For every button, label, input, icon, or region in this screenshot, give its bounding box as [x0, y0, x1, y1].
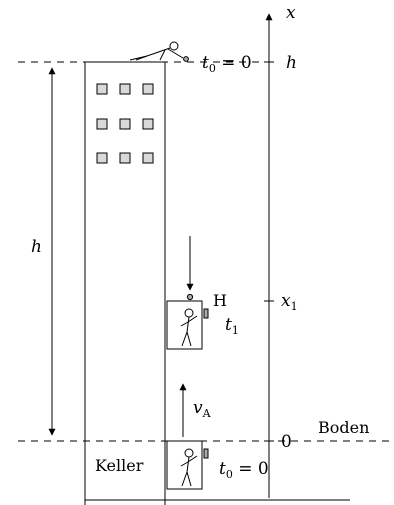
velocity-label: vA [193, 398, 212, 420]
elevator-cabin-x1 [166, 300, 203, 350]
elevator-cabin-keller [166, 440, 203, 490]
person-in-elevator-icon [180, 448, 209, 487]
x-axis-label: x [286, 3, 296, 23]
lying-person-icon [129, 41, 189, 62]
t0-top-label: t0 = 0 [202, 53, 252, 75]
ground-label: Boden [318, 418, 369, 437]
building [84, 61, 166, 505]
h-dimension-label: h [31, 237, 42, 257]
building-windows [96, 83, 154, 164]
t0-bottom-label: t0 = 0 [219, 459, 269, 481]
object-label-H: H [213, 291, 227, 310]
zero-axis-label: 0 [281, 432, 292, 452]
t1-label: t1 [225, 315, 239, 337]
h-axis-label: h [286, 53, 297, 73]
person-in-elevator-icon [180, 308, 209, 347]
x1-axis-label: x1 [281, 291, 298, 313]
basement-label: Keller [95, 456, 144, 475]
falling-object [186, 293, 194, 301]
